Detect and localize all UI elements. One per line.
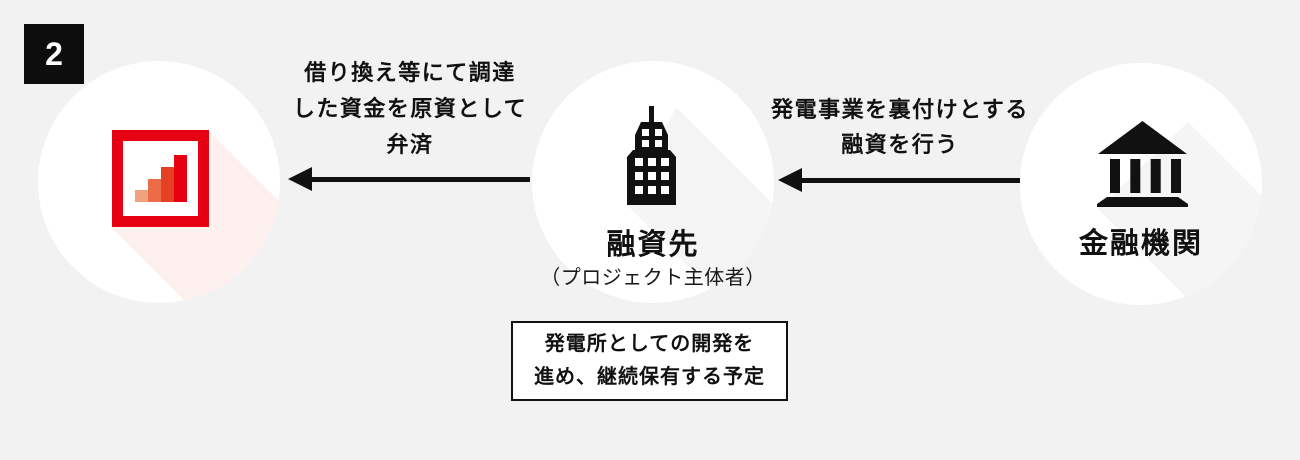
loan-arrow-label: 発電事業を裏付けとする 融資を行う <box>771 97 1029 157</box>
logo-bar-2 <box>148 179 161 202</box>
bank-icon <box>1097 121 1188 207</box>
node-lender-circle <box>532 61 774 303</box>
bar-chart-logo-icon <box>112 130 209 227</box>
logo-bars <box>135 155 187 202</box>
loan-arrow-line <box>798 178 1020 183</box>
logo-bar-3 <box>161 167 174 202</box>
development-note-text: 発電所としての開発を 進め、継続保有する予定 <box>534 333 765 388</box>
node-bank-circle <box>1020 63 1262 305</box>
step-number: 2 <box>45 35 63 72</box>
repayment-arrow-line <box>308 177 530 182</box>
bank-title: 金融機関 <box>1078 228 1203 260</box>
repayment-arrow-label: 借り換え等にて調達 した資金を原資として 弁済 <box>292 60 528 157</box>
office-building-icon <box>627 106 676 205</box>
step-number-badge: 2 <box>24 24 84 84</box>
lender-title: 融資先 <box>606 229 700 261</box>
development-note-box: 発電所としての開発を 進め、継続保有する予定 <box>511 321 788 401</box>
logo-bar-4 <box>174 155 187 202</box>
logo-bar-1 <box>135 190 148 202</box>
lender-subtitle: （プロジェクト主体者） <box>540 267 766 289</box>
